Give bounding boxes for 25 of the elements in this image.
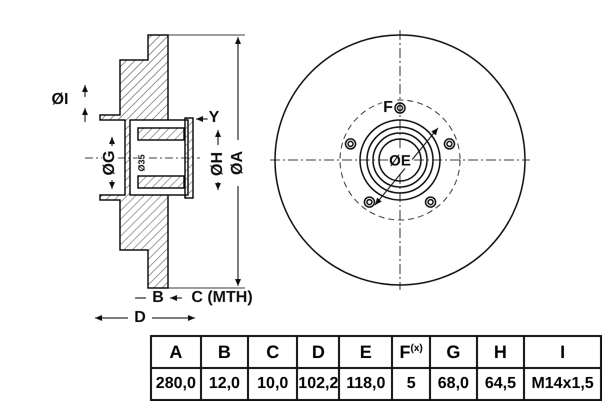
dimension-label: Ø35 [138,154,146,172]
header-cell: H [476,336,524,368]
dimension-label: ØE [388,154,412,168]
table-cell: 64,5 [476,368,524,400]
header-cell: F$^{(x)}$ [392,336,430,368]
table-cell: 5 [392,368,430,400]
header-cell: B [200,336,248,368]
table-cell: M14x1,5 [524,368,601,400]
table-cell: 12,0 [200,368,248,400]
table-cell: 118,0 [339,368,392,400]
dimension-label: ØG [102,150,118,176]
table-cell: 68,0 [430,368,477,400]
table-cell: 102,2 [297,368,340,400]
dimension-label: ØI [50,92,70,108]
header-cell: A [151,336,201,368]
header-cell: E [339,336,392,368]
header-cell: D [297,336,340,368]
header-cell: G [430,336,477,368]
dimension-label: ØA [230,150,246,176]
table-cell: 10,0 [248,368,298,400]
dimension-label: C (MTH) [190,290,254,306]
table-cell: 280,0 [151,368,201,400]
dimension-label: ØH [210,151,226,177]
header-cell: I [524,336,601,368]
header-cell: C [248,336,298,368]
